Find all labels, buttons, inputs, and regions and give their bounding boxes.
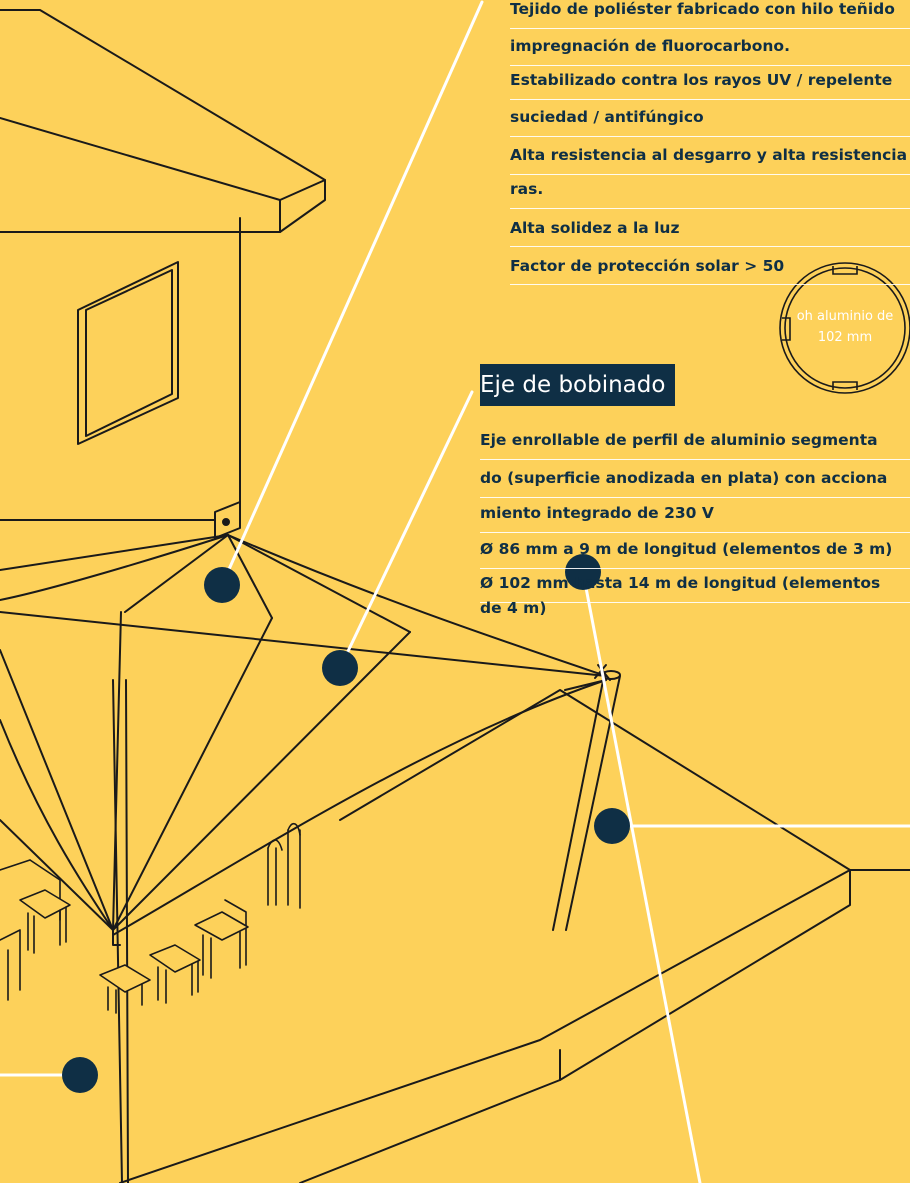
shaft-line: do (superficie anodizada en plata) con a…: [480, 469, 888, 487]
fabric-line: Estabilizado contra los rayos UV / repel…: [510, 71, 893, 89]
profile-label-line: oh aluminio de: [796, 309, 894, 324]
wooden-deck: [119, 689, 910, 1183]
winding-shaft-details: Eje enrollable de perfil de aluminio seg…: [480, 360, 910, 620]
divider: [510, 65, 910, 66]
divider: [480, 459, 910, 460]
fabric-line: Alta solidez a la luz: [510, 219, 680, 237]
divider: [510, 246, 910, 247]
divider: [480, 568, 910, 569]
shaft-line: de 4 m): [480, 599, 547, 617]
right-mast: [552, 664, 621, 931]
callout-dot-icon[interactable]: [204, 567, 240, 603]
section-title: Eje de bobinado: [480, 364, 676, 406]
fabric-line: Alta resistencia al desgarro y alta resi…: [510, 146, 908, 164]
fabric-line: Tejido de poliéster fabricado con hilo t…: [510, 0, 895, 18]
callout-dot-icon[interactable]: [594, 808, 630, 844]
fabric-line: impregnación de fluorocarbono.: [510, 37, 790, 55]
profile-label: oh aluminio de 102 mm: [796, 306, 894, 348]
fabric-line: Factor de protección solar > 50: [510, 257, 785, 275]
shade-sail: [0, 534, 607, 946]
fabric-line: suciedad / antifúngico: [510, 108, 704, 126]
divider: [510, 208, 910, 209]
fabric-line: ras.: [510, 180, 544, 198]
callout-dot-icon[interactable]: [322, 650, 358, 686]
wall-mount-bracket: [214, 501, 241, 539]
table-and-chairs: [0, 822, 301, 1014]
shaft-line: miento integrado de 230 V: [480, 504, 714, 522]
profile-label-line: 102 mm: [817, 330, 873, 345]
house-roof: [0, 9, 326, 233]
callout-dot-icon[interactable]: [62, 1057, 98, 1093]
fabric-properties: Tejido de poliéster fabricado con hilo t…: [510, 0, 910, 300]
shaft-line: Ø 86 mm a 9 m de longitud (elementos de …: [480, 540, 893, 558]
divider: [510, 99, 910, 100]
shaft-line: Ø 102 mm hasta 14 m de longitud (element…: [480, 574, 881, 592]
divider: [480, 602, 910, 603]
house-wall: [0, 217, 241, 521]
aluminium-profile-section-icon: [779, 262, 910, 394]
house-window: [77, 261, 179, 445]
divider: [510, 28, 910, 29]
divider: [480, 497, 910, 498]
callout-dot-icon[interactable]: [565, 554, 601, 590]
divider: [510, 284, 910, 285]
shaft-line: Eje enrollable de perfil de aluminio seg…: [480, 431, 878, 449]
divider: [510, 174, 910, 175]
divider: [510, 136, 910, 137]
divider: [480, 532, 910, 533]
